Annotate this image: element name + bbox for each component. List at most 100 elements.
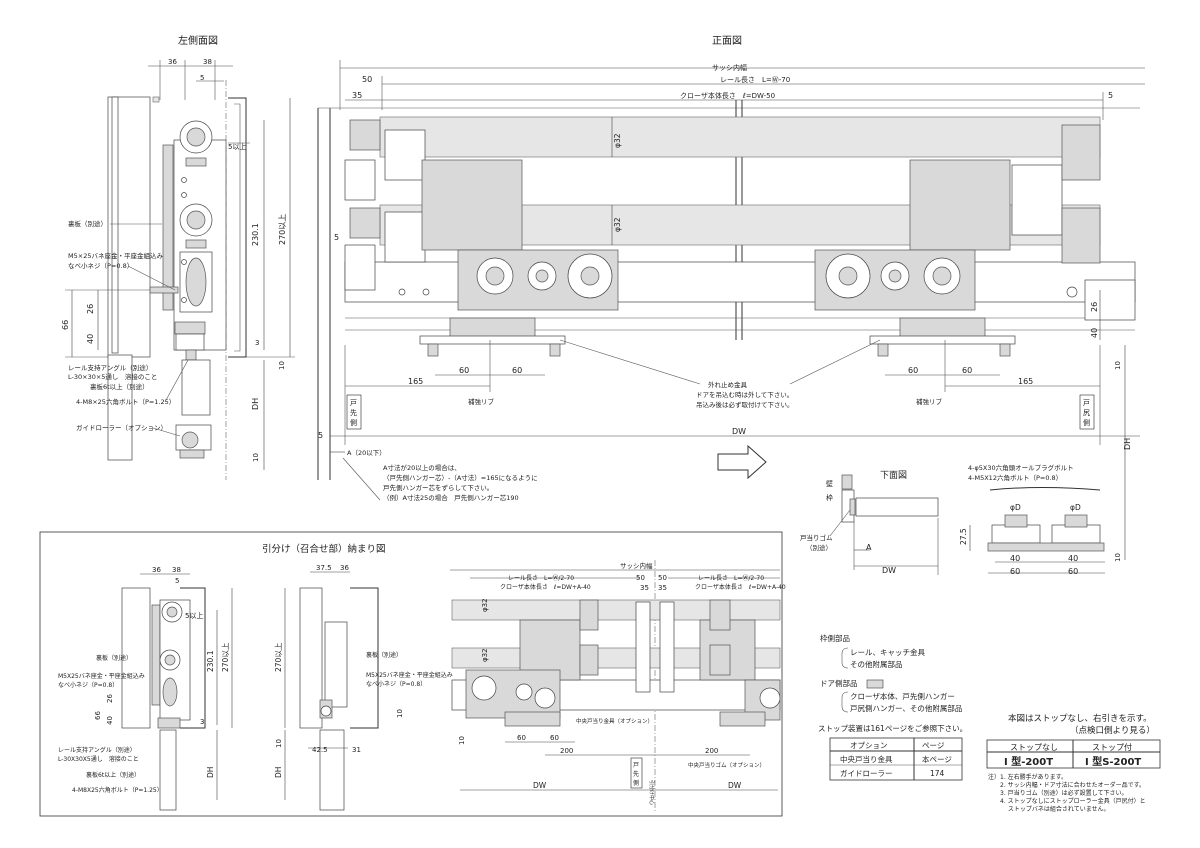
split-dim-5: 5 [175,577,179,585]
split-dim-36: 36 [152,566,161,574]
split-center-rubber: 中央戸当りゴム（オプション） [688,761,765,769]
split-label-back-t: 裏板6t以上（別途） [86,771,140,779]
model-header-2: ストップ付 [1092,742,1132,752]
split-dim-5up: 5以上 [185,611,203,620]
split-view-title: 引分け（召合せ部）納まり図 [262,543,386,555]
split-d200b: 200 [705,747,718,755]
note4: （例）A寸法25の場合 戸先側ハンガー芯190 [383,493,519,502]
split-label-screw4: なべ小ネジ（P=0.8） [366,680,426,688]
label-rib-l: 補強リブ [468,397,495,406]
dim-66: 66 [61,320,70,330]
label-back-plate: 裏板（別途） [68,219,107,228]
dim-165l: 165 [408,377,423,386]
left-view-title: 左側面図 [178,34,218,47]
dim-phid2: φD [1070,503,1081,512]
label-rib-r: 補強リブ [916,397,943,406]
split-d50b: 50 [658,574,667,582]
dim-phid1: φD [1010,503,1021,512]
note2: （戸先側ハンガー芯）-（A寸法）=165になるように [383,473,538,482]
dim-270: 270以上 [278,214,287,245]
split-label-back2: 裏板（別途） [366,651,402,659]
bottom-view-title: 下面図 [880,470,907,481]
split-dim-10b: 10 [396,709,404,718]
split-label-screw2: なべ小ネジ（P=0.8） [58,681,118,689]
dim-5b: 5 [318,431,323,440]
dim-38: 38 [203,58,212,66]
split-dim-10: 10 [275,739,283,748]
split-dim-40: 40 [106,716,114,725]
model-note-line-4: 4. ストップなしにストップローラー金具（戸尻付）と [988,797,1146,805]
split-d35a: 35 [640,584,649,592]
split-rail-r: レール長さ L=Ⓦ/2-70 [698,574,764,582]
legend: 枠側部品 レール、キャッチ金具 その他附属部品 ドア側部品 クローザ本体、戸先側… [818,633,967,733]
option-header-1: オプション [850,741,888,750]
split-dim-66: 66 [94,711,102,720]
option-row1-page: 本ページ [922,754,952,764]
split-dim-38: 38 [172,566,181,574]
split-label-angle-spec: L-30X30X5通し 溶接のこと [58,755,139,763]
dim-5: 5 [200,74,204,82]
label-angle-spec: L-30×30×5通し 溶接のこと [68,372,157,381]
option-table: オプション ページ 中央戸当り金具 本ページ ガイドローラー 174 [829,737,963,781]
model-note1: 本図はストップなし、右引きを示す。 [1008,713,1152,724]
dim-rail-len: レール長さ L=Ⓦ-70 [720,76,790,84]
split-d60b: 60 [550,734,559,742]
split-dim-270b: 270以上 [274,642,283,672]
front-view: 正面図 サッシ内幅 レール長さ L=Ⓦ-70 クローザ本体長さ ℓ=DW-50 … [317,35,1145,560]
dim-35: 35 [352,91,362,100]
split-dim-230: 230.1 [206,650,215,672]
dim-60b-det: 60 [1068,567,1078,576]
legend-door-item-1: クローザ本体、戸先側ハンガー [850,691,955,701]
label-dw-bottom: DW [882,566,896,575]
split-center-stop: 中央戸当り金具（オプション） [576,717,653,725]
split-dim-dh: DH [206,767,215,778]
legend-frame-part: 枠側部品 [820,633,850,643]
split-closer-l: クローザ本体長さ ℓ=DW+A-40 [500,583,591,591]
split-rail-l: レール長さ L=Ⓦ/2-70 [508,574,574,582]
label-stopper3: 吊込み後は必ず取付けて下さい。 [696,400,794,409]
model-note2: （点検口側より見る） [1070,725,1155,736]
dim-60a-det: 60 [1010,567,1020,576]
option-row2-page: 174 [930,769,945,778]
dim-60a: 60 [459,366,469,375]
option-header-2: ページ [922,741,945,750]
dim-60b: 60 [512,366,522,375]
split-dim-36b: 36 [340,564,349,572]
split-label-bolt: 4-M8X25六角ボルト（P=1.25） [72,786,163,794]
label-rail-angle: レール支持アングル（別途） [68,363,152,372]
dim-phi32b: φ32 [613,217,622,232]
label-back-plate-t: 裏板6t以上（別途） [90,382,149,391]
label-wall: 壁 [826,479,833,488]
split-d60a: 60 [517,734,526,742]
label-hex-bolt: 4-M5X12六角ボルト（P=0.8） [968,473,1062,482]
model-note-line-3: 3. 戸当りゴム（別途）は必ず設置して下さい。 [988,789,1127,797]
dim-dh: DH [251,398,260,410]
split-phi32b: φ32 [481,648,489,662]
dim-40-fr: 40 [1090,328,1099,338]
dim-40a: 40 [1010,554,1020,563]
note3: 戸先側ハンガー芯をずらして下さい。 [383,483,493,492]
legend-frame-item-1: レール、キャッチ金具 [850,647,925,657]
dim-phi32a: φ32 [613,133,622,148]
dim-10-det: 10 [1114,553,1122,562]
label-side-r3: 側 [1083,418,1090,427]
label-separate: （別途） [806,543,832,552]
legend-door-part: ドア側部品 [820,678,858,688]
split-sash: サッシ内幅 [620,561,653,570]
split-dim-37-5: 37.5 [316,564,332,572]
dim-50: 50 [362,75,372,84]
label-stopper2: ドアを吊込む時は外して下さい。 [696,390,793,399]
dim-3: 3 [255,339,259,347]
split-d50a: 50 [636,574,645,582]
model-note-line-2: 2. サッシ内幅・ドア寸法に合わせたオーダー品です。 [988,781,1145,789]
legend-door-swatch [866,679,884,689]
dim-165r: 165 [1018,377,1033,386]
split-center-line: 引分け中心 [648,780,655,805]
dim-60c: 60 [908,366,918,375]
option-row1-name: 中央戸当り金具 [840,754,893,764]
dim-26: 26 [86,304,95,314]
split-view: 引分け（召合せ部）納まり図 36 38 5 5以上 230.1 270以上 3 … [58,543,786,812]
split-dim-dh2: DH [274,767,283,778]
roller-detail: 4-φ5X30六角頭オールプラグボルト 4-M5X12六角ボルト（P=0.8） … [959,463,1122,576]
